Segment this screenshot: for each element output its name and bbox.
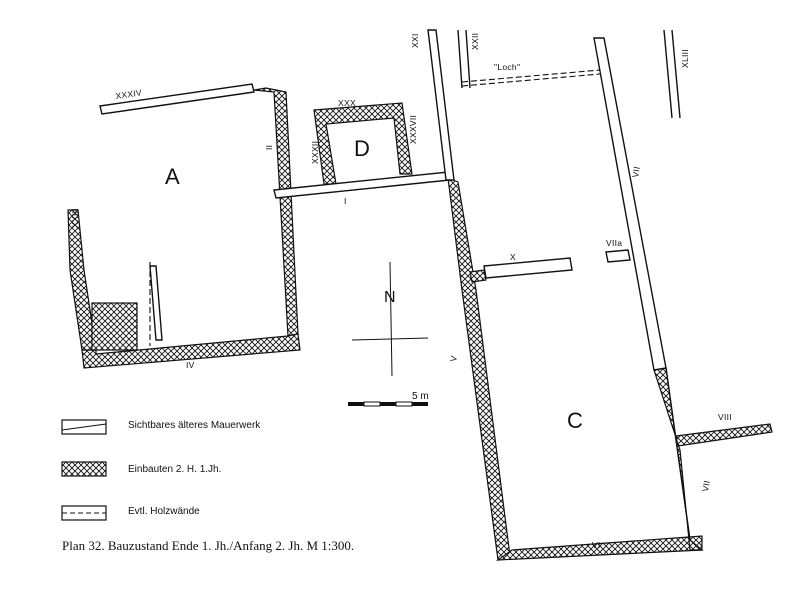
room-d-label: D <box>354 136 370 161</box>
wall-label-xxi: XXI <box>410 33 420 48</box>
wall-xliii-line-2 <box>671 29 681 119</box>
room-a-annex-hatched <box>91 302 138 351</box>
wall-label-viia: VIIa <box>606 238 622 248</box>
wall-x-stub-hatched <box>469 269 487 283</box>
legend-visible-wall-label: Sichtbares älteres Mauerwerk <box>128 420 261 431</box>
wall-label-xxii: XXII <box>470 33 480 50</box>
wall-a-post <box>149 265 163 341</box>
wall-xxii-line-1 <box>457 29 463 89</box>
wall-label-xxxiv: XXXIV <box>115 87 143 101</box>
legend-swatch-wood-walls <box>61 505 107 521</box>
wall-label-loch: "Loch" <box>494 62 520 72</box>
legend-additions-label: Einbauten 2. H. 1.Jh. <box>128 464 221 475</box>
wall-xxii-line-2 <box>465 29 471 89</box>
wall-label-xxxvii: XXXVII <box>408 115 418 144</box>
north-arrow-horizontal <box>351 337 429 341</box>
wall-label-iv: IV <box>186 360 195 370</box>
legend-swatch-visible-wall <box>61 419 107 435</box>
wall-label-v: V <box>448 355 459 363</box>
wall-label-viii: VIII <box>718 412 732 422</box>
wall-label-xxx: XXX <box>338 98 356 108</box>
wall-label-i: I <box>344 196 347 206</box>
wall-xxi <box>427 29 455 181</box>
wood-wall-loch-2 <box>461 73 601 87</box>
scale-label: 5 m <box>412 391 429 402</box>
wall-xxxiv <box>99 83 255 115</box>
wall-a-east-hatched <box>253 87 299 337</box>
legend: Sichtbares älteres Mauerwerk Einbauten 2… <box>61 419 261 521</box>
legend-wood-walls-label: Evtl. Holzwände <box>128 506 200 517</box>
scale-bar: 5 m <box>348 391 429 407</box>
wall-label-xliii: XLIII <box>680 49 690 68</box>
north-label: N <box>384 289 396 306</box>
wall-xliii-line-1 <box>663 29 673 119</box>
legend-swatch-additions <box>61 461 107 477</box>
wall-iv-hatched <box>81 333 301 369</box>
wall-x <box>483 257 573 279</box>
wood-wall-loch-1 <box>461 69 601 83</box>
wall-label-x: X <box>510 252 516 262</box>
wall-vii-bottom-edge <box>665 367 691 541</box>
wall-label-xxiii: XXIII <box>70 208 80 228</box>
plan-caption: Plan 32. Bauzustand Ende 1. Jh./Anfang 2… <box>62 538 354 553</box>
wall-label-ii: II <box>264 145 274 150</box>
room-a-label: A <box>165 164 180 189</box>
wall-vii <box>593 37 667 371</box>
room-c-label: C <box>567 408 583 433</box>
wall-viia <box>605 249 631 263</box>
north-arrow-vertical <box>389 261 393 377</box>
wall-label-vi: VI <box>592 540 601 550</box>
wall-v-hatched <box>447 177 511 561</box>
wall-vi-hatched <box>495 535 703 561</box>
wall-label-vii-top: VII <box>630 165 642 178</box>
wall-viii-hatched <box>675 423 773 447</box>
wall-label-xxxii: XXXII <box>310 141 320 164</box>
wall-label-vii-bottom: VII <box>700 479 712 492</box>
wall-i <box>273 171 451 199</box>
